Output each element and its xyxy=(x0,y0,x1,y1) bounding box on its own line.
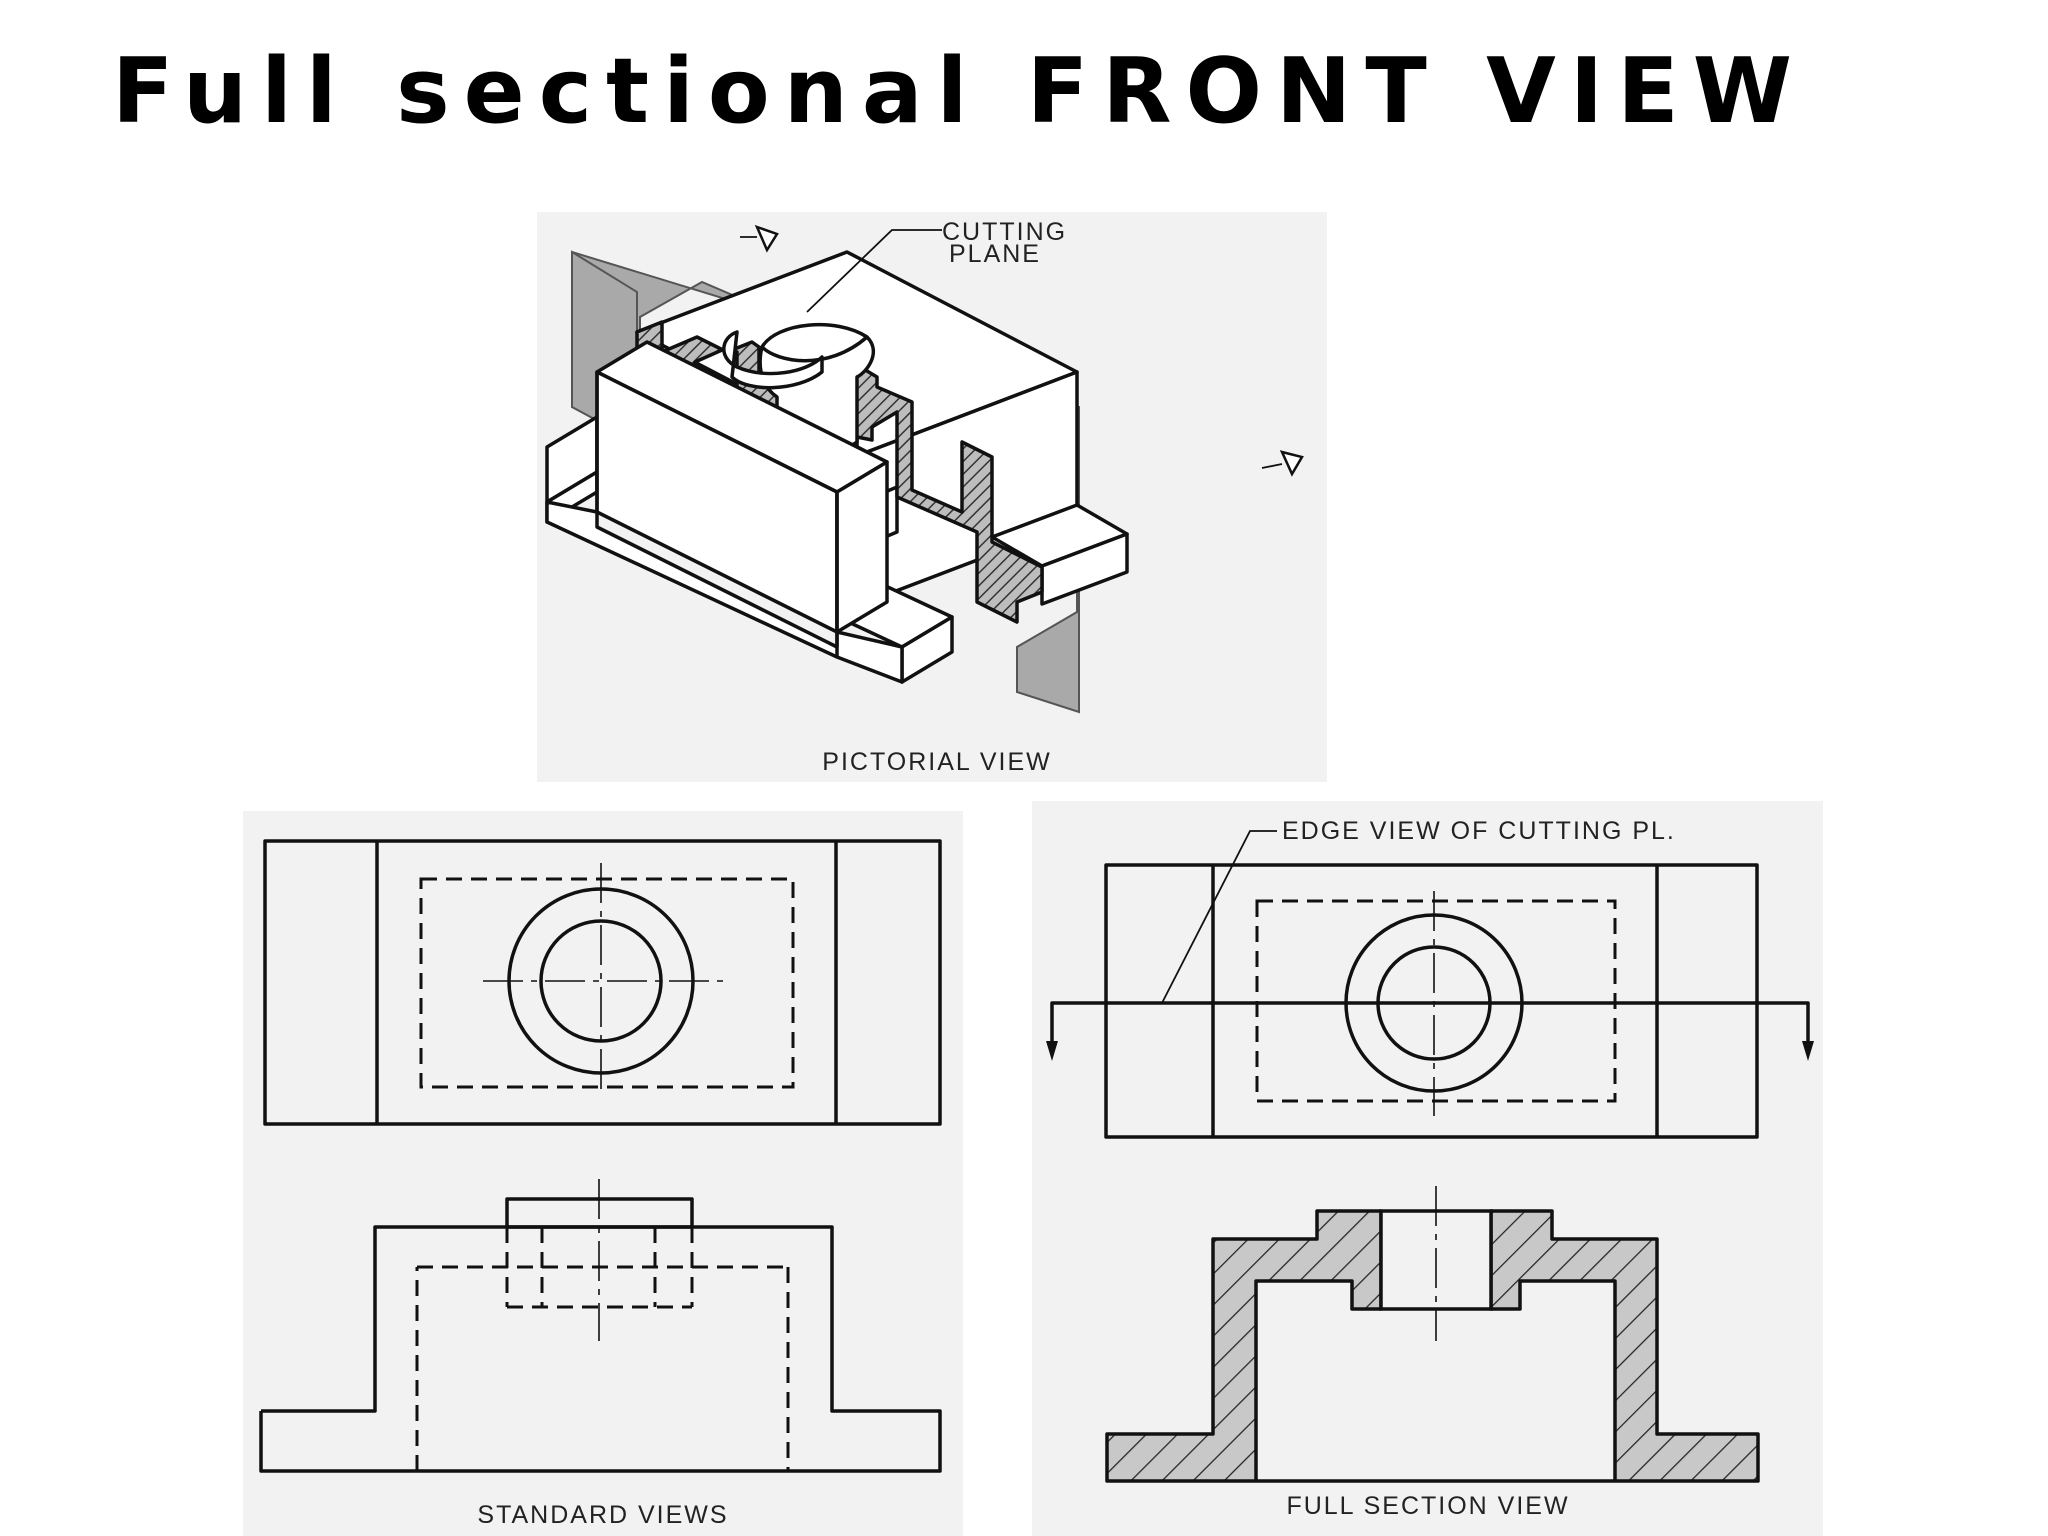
section-view-caption: FULL SECTION VIEW xyxy=(1286,1492,1569,1520)
section-front-view xyxy=(1105,1186,1760,1483)
edge-view-label: EDGE VIEW OF CUTTING PL. xyxy=(1282,817,1676,845)
pictorial-view-panel: CUTTING PLANE PICTORIAL VIEW xyxy=(537,212,1327,782)
cutting-plane-arrow-left xyxy=(1046,1041,1058,1061)
standard-top-view xyxy=(263,839,942,1126)
edge-view-leader xyxy=(1161,830,1277,1004)
pictorial-caption: PICTORIAL VIEW xyxy=(822,748,1051,776)
cutting-plane-label-line1: CUTTING xyxy=(942,218,1067,246)
section-view-panel: EDGE VIEW OF CUTTING PL. FULL SECTION VI… xyxy=(1032,801,1823,1536)
cutting-plane-label-line2: PLANE xyxy=(949,240,1041,268)
near-hole-half xyxy=(722,330,824,390)
standard-views-caption: STANDARD VIEWS xyxy=(477,1501,728,1529)
cutting-plane-line xyxy=(1050,1001,1810,1051)
section-hatched-area xyxy=(1105,1209,1760,1483)
cutting-plane-arrow-right xyxy=(1802,1041,1814,1061)
pictorial-view-drawing: CUTTING PLANE PICTORIAL VIEW xyxy=(545,218,1304,776)
standard-front-view xyxy=(259,1179,942,1473)
slide-title: Full sectional FRONT VIEW xyxy=(112,39,1806,144)
section-view-drawing: EDGE VIEW OF CUTTING PL. FULL SECTION VI… xyxy=(1046,817,1814,1520)
section-top-view: EDGE VIEW OF CUTTING PL. xyxy=(1046,817,1814,1139)
cutting-plane-leader-line xyxy=(806,229,942,313)
standard-views-drawing: STANDARD VIEWS xyxy=(259,839,942,1529)
standard-views-panel: STANDARD VIEWS xyxy=(243,811,963,1536)
view-direction-arrow-right xyxy=(1261,450,1304,477)
view-direction-arrow-left xyxy=(740,224,779,253)
top-hidden-rect xyxy=(419,877,795,1089)
near-half-block xyxy=(545,330,954,684)
